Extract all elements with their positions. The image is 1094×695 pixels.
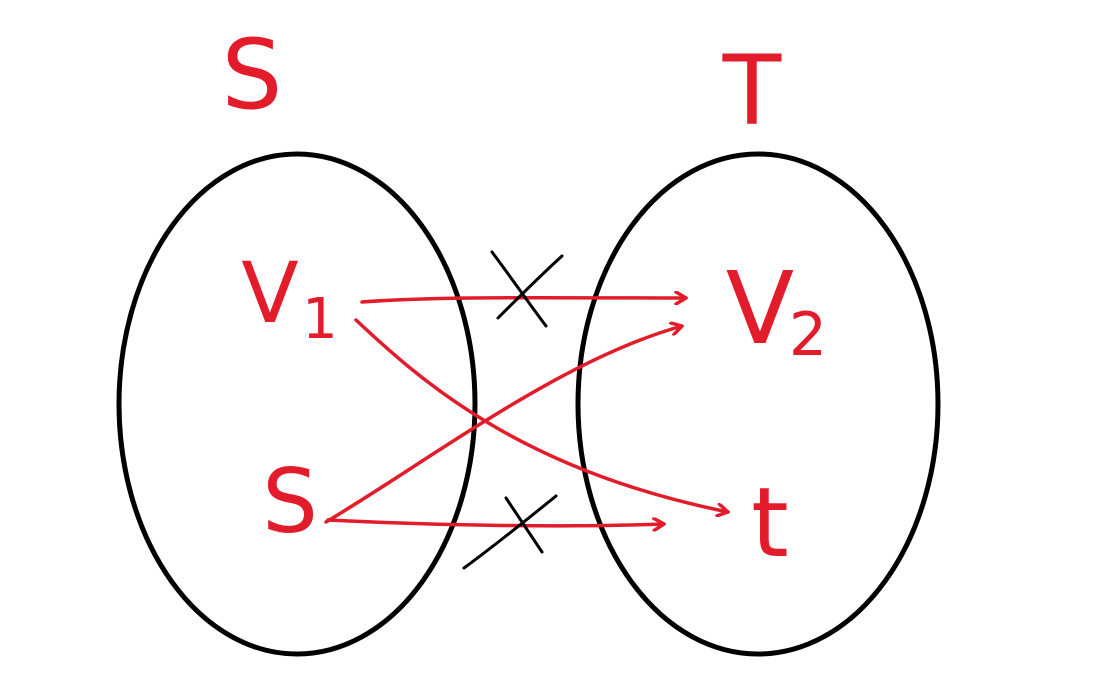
node-t: t [751,467,789,579]
node-t-label: t [751,467,789,579]
set-s-ellipse [116,151,478,657]
set-s-label: S [222,19,283,131]
node-s-label: S [262,450,318,553]
set-t-label: T [722,35,782,147]
node-s: S [262,450,318,553]
node-v2-label: V [726,250,794,367]
node-v2-subscript: 2 [789,300,827,370]
edge-v1-v2 [360,298,688,302]
node-v1: V 1 [241,244,338,352]
node-v1-subscript: 1 [302,287,338,352]
edge-s-t [326,520,666,526]
crossout-mark-s-t [462,494,558,570]
edge-s-v2 [324,326,684,524]
node-v2: V 2 [726,250,827,370]
node-v1-label: V [241,244,298,342]
set-t-ellipse [575,151,941,657]
crossout-mark-v1-v2 [490,250,564,328]
edge-v1-t [354,318,730,512]
